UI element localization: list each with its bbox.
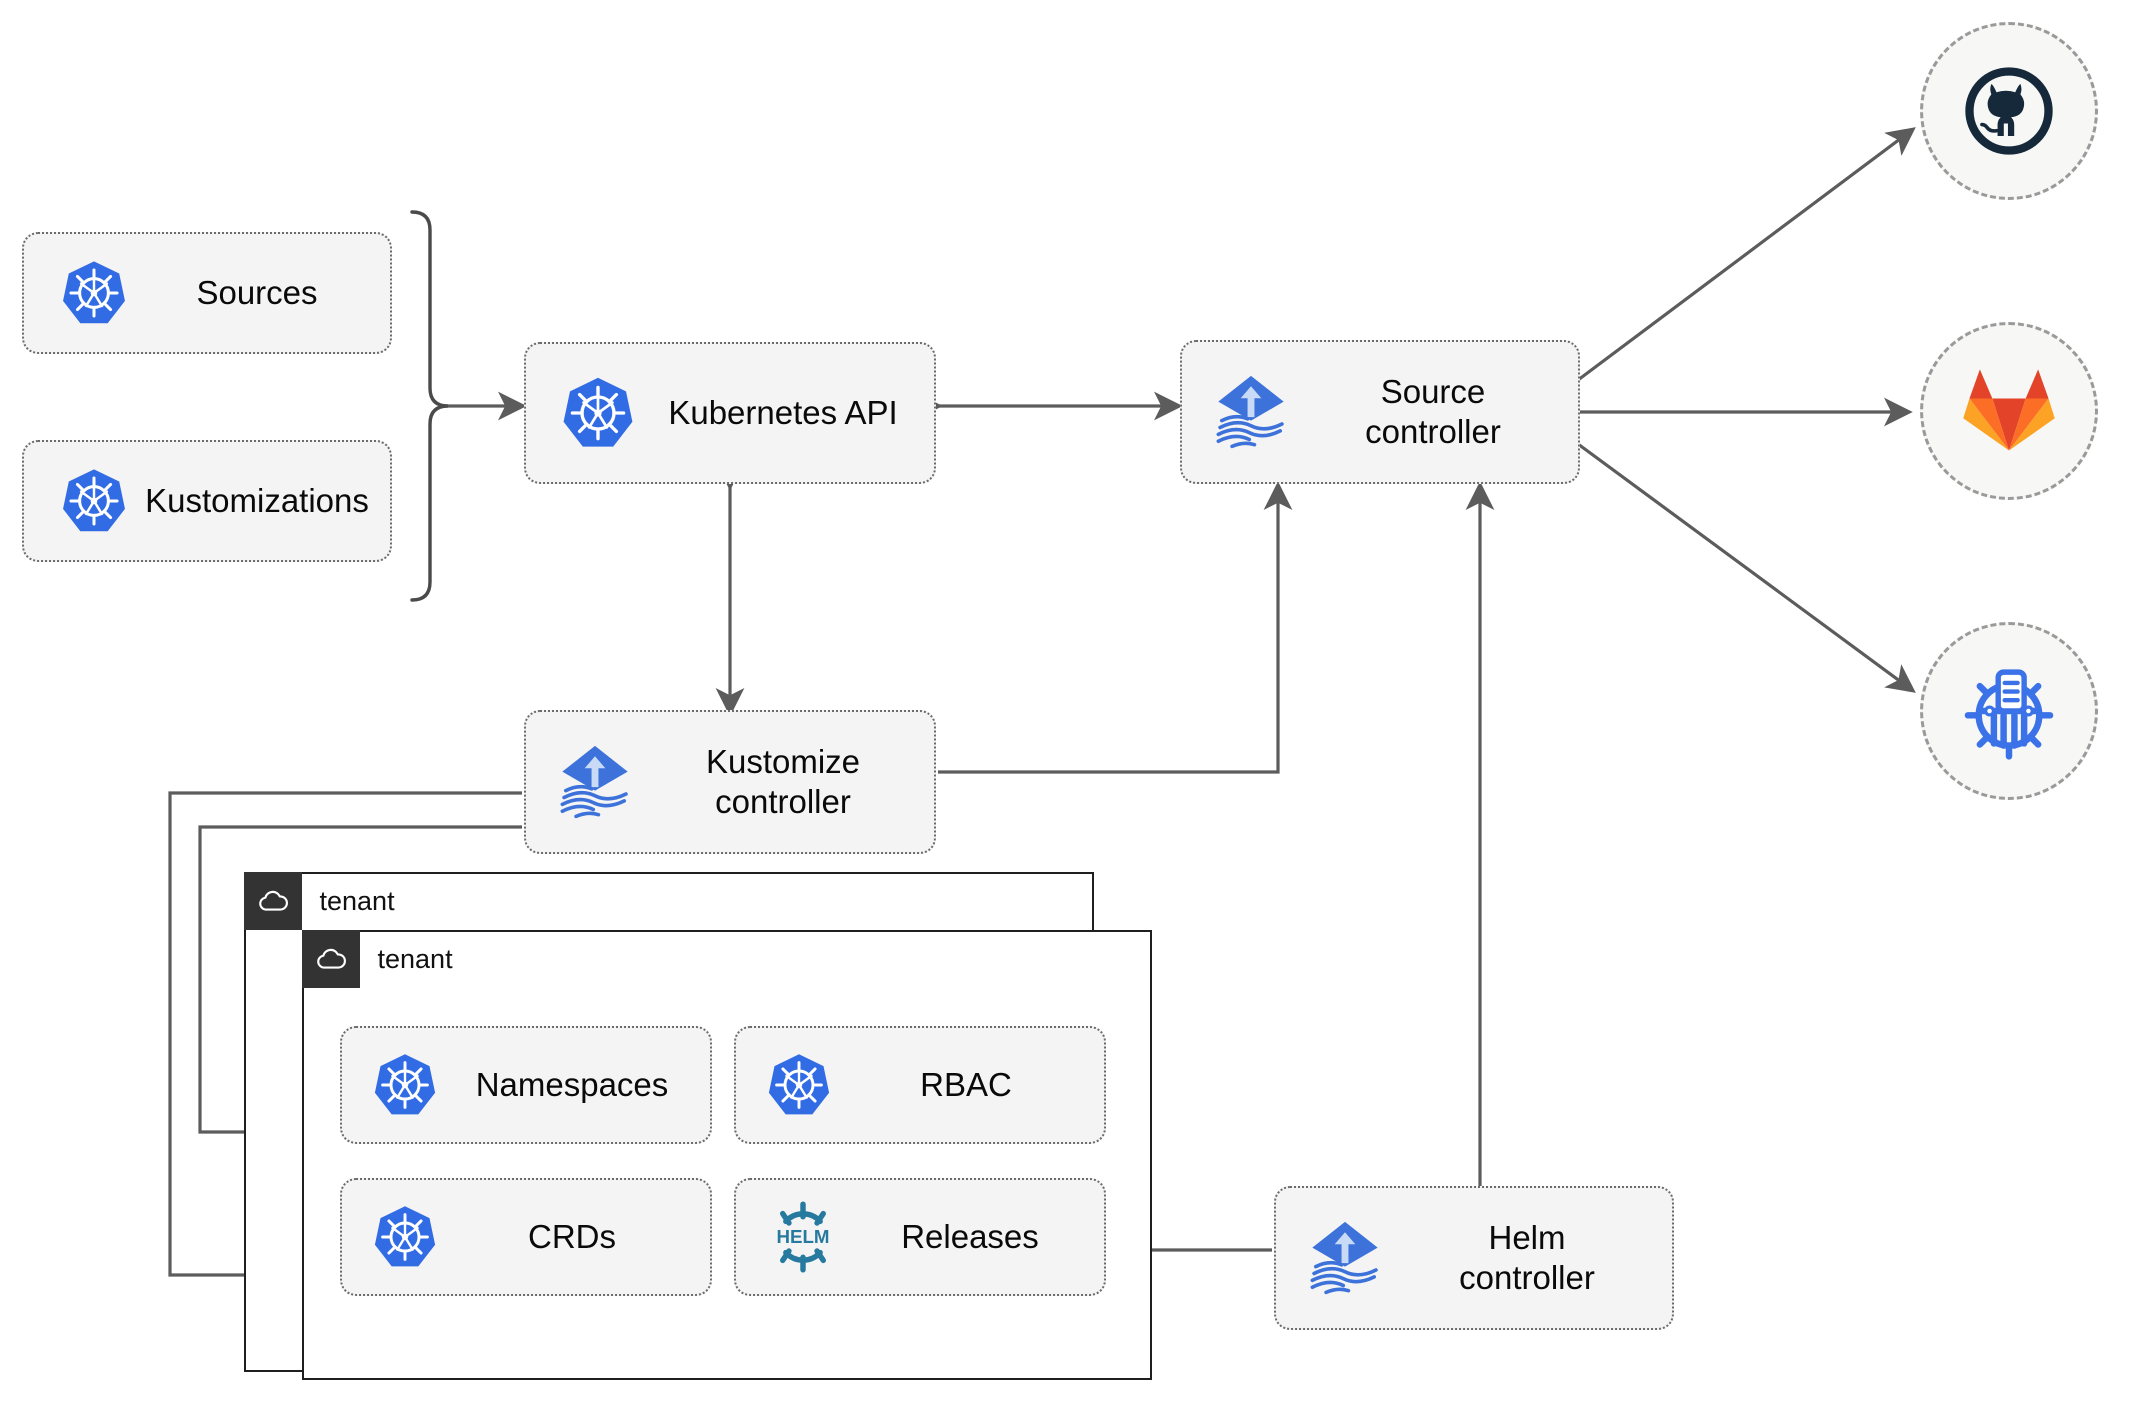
node-crds-label: CRDs <box>528 1217 616 1255</box>
kubernetes-icon <box>558 373 638 453</box>
kubernetes-icon <box>58 257 130 329</box>
node-source-controller[interactable]: Source controller <box>1180 340 1580 484</box>
node-sources-label: Sources <box>196 273 318 311</box>
github-icon <box>1965 67 2053 155</box>
node-rbac[interactable]: RBAC <box>734 1026 1106 1144</box>
bucket-icon <box>1964 669 2054 760</box>
provider-github[interactable] <box>1920 22 2098 200</box>
kubernetes-icon <box>764 1050 834 1120</box>
tenant-outer-header: tenant <box>243 871 395 930</box>
kubernetes-icon <box>370 1202 440 1272</box>
tenant-box-inner: tenant <box>301 929 1152 1380</box>
tenant-outer-label: tenant <box>319 885 395 916</box>
cloud-icon <box>301 929 360 988</box>
node-kustomizations[interactable]: Kustomizations <box>22 440 392 562</box>
provider-gitlab[interactable] <box>1920 322 2098 500</box>
helm-icon: HELM <box>764 1198 842 1276</box>
flux-icon <box>1302 1215 1388 1301</box>
flux-icon <box>1208 369 1294 455</box>
node-rbac-label: RBAC <box>920 1065 1012 1103</box>
node-releases-label: Releases <box>901 1217 1039 1255</box>
node-namespaces[interactable]: Namespaces <box>340 1026 712 1144</box>
node-source-controller-label: Source controller <box>1365 372 1501 450</box>
svg-text:HELM: HELM <box>777 1226 830 1247</box>
flux-icon <box>552 739 638 825</box>
node-kubernetes-api[interactable]: Kubernetes API <box>524 342 936 484</box>
group-bracket <box>410 210 449 602</box>
edge-kustomize-to-source <box>938 481 1293 774</box>
node-kustomizations-label: Kustomizations <box>145 481 369 519</box>
kubernetes-icon <box>370 1050 440 1120</box>
tenant-inner-label: tenant <box>377 943 453 974</box>
cloud-icon <box>243 871 302 930</box>
node-namespaces-label: Namespaces <box>475 1065 669 1103</box>
node-crds[interactable]: CRDs <box>340 1178 712 1296</box>
node-kustomize-controller-label: Kustomize controller <box>705 742 861 820</box>
edge-source-to-bucket <box>1577 442 1916 693</box>
node-kustomize-controller[interactable]: Kustomize controller <box>524 710 936 854</box>
node-releases[interactable]: HELM Releases <box>734 1178 1106 1296</box>
edge-source-to-github <box>1577 127 1916 382</box>
node-sources[interactable]: Sources <box>22 232 392 354</box>
node-helm-controller[interactable]: Helm controller <box>1274 1186 1674 1330</box>
provider-helm-repository[interactable] <box>1920 622 2098 800</box>
node-helm-controller-label: Helm controller <box>1459 1218 1595 1296</box>
gitlab-icon <box>1963 369 2055 451</box>
node-kubernetes-api-label: Kubernetes API <box>668 393 898 431</box>
tenant-inner-header: tenant <box>301 929 453 988</box>
kubernetes-icon <box>58 465 130 537</box>
